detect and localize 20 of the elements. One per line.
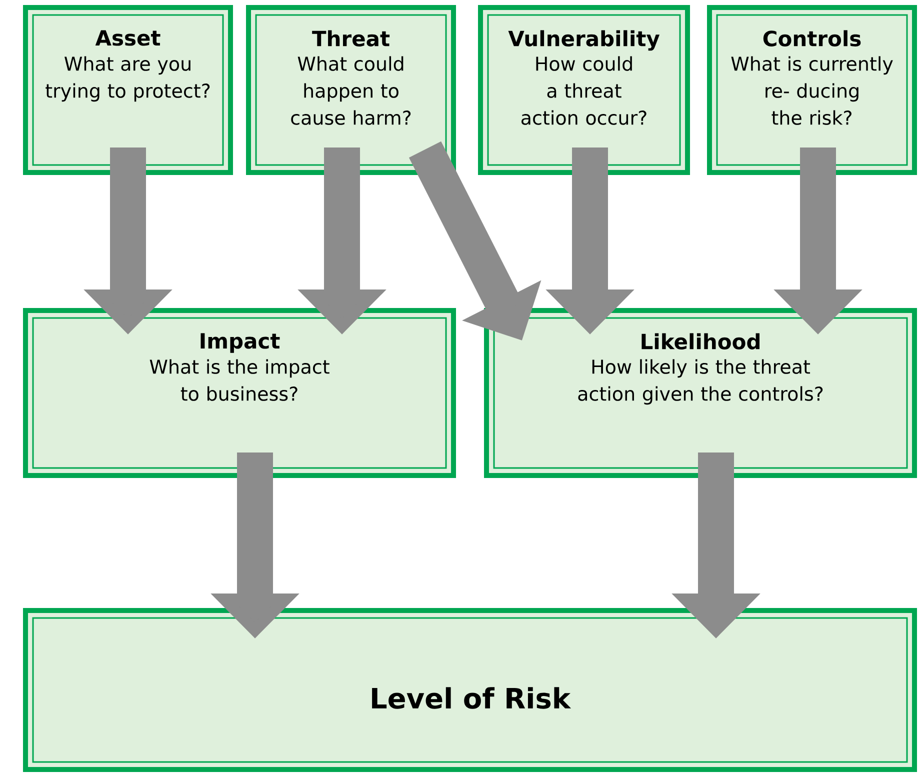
box-heading: Controls (763, 30, 861, 46)
box-text: How likely is the threat action given the controls? (578, 359, 823, 405)
box-heading: Vulnerability (508, 30, 660, 51)
process-box (23, 608, 917, 772)
process-box (707, 5, 917, 175)
box-text: What are you trying to protect? (46, 56, 210, 102)
box-text: How could a threat action occur? (522, 56, 646, 125)
box-text: What is the impact to business? (150, 359, 330, 401)
box-heading: Asset (95, 30, 160, 46)
box-text: What is currently re- ducing the risk? (731, 56, 893, 125)
process-box (478, 5, 690, 175)
box-text: What could happen to cause harm? (291, 56, 411, 125)
box-heading: Likelihood (642, 333, 760, 350)
process-box (484, 308, 917, 478)
process-box (246, 5, 456, 175)
box-heading: Threat (312, 30, 390, 46)
box-heading: Level of Risk (372, 687, 572, 709)
box-heading: Impact (200, 333, 280, 353)
process-box (23, 5, 233, 175)
process-box (23, 308, 456, 478)
